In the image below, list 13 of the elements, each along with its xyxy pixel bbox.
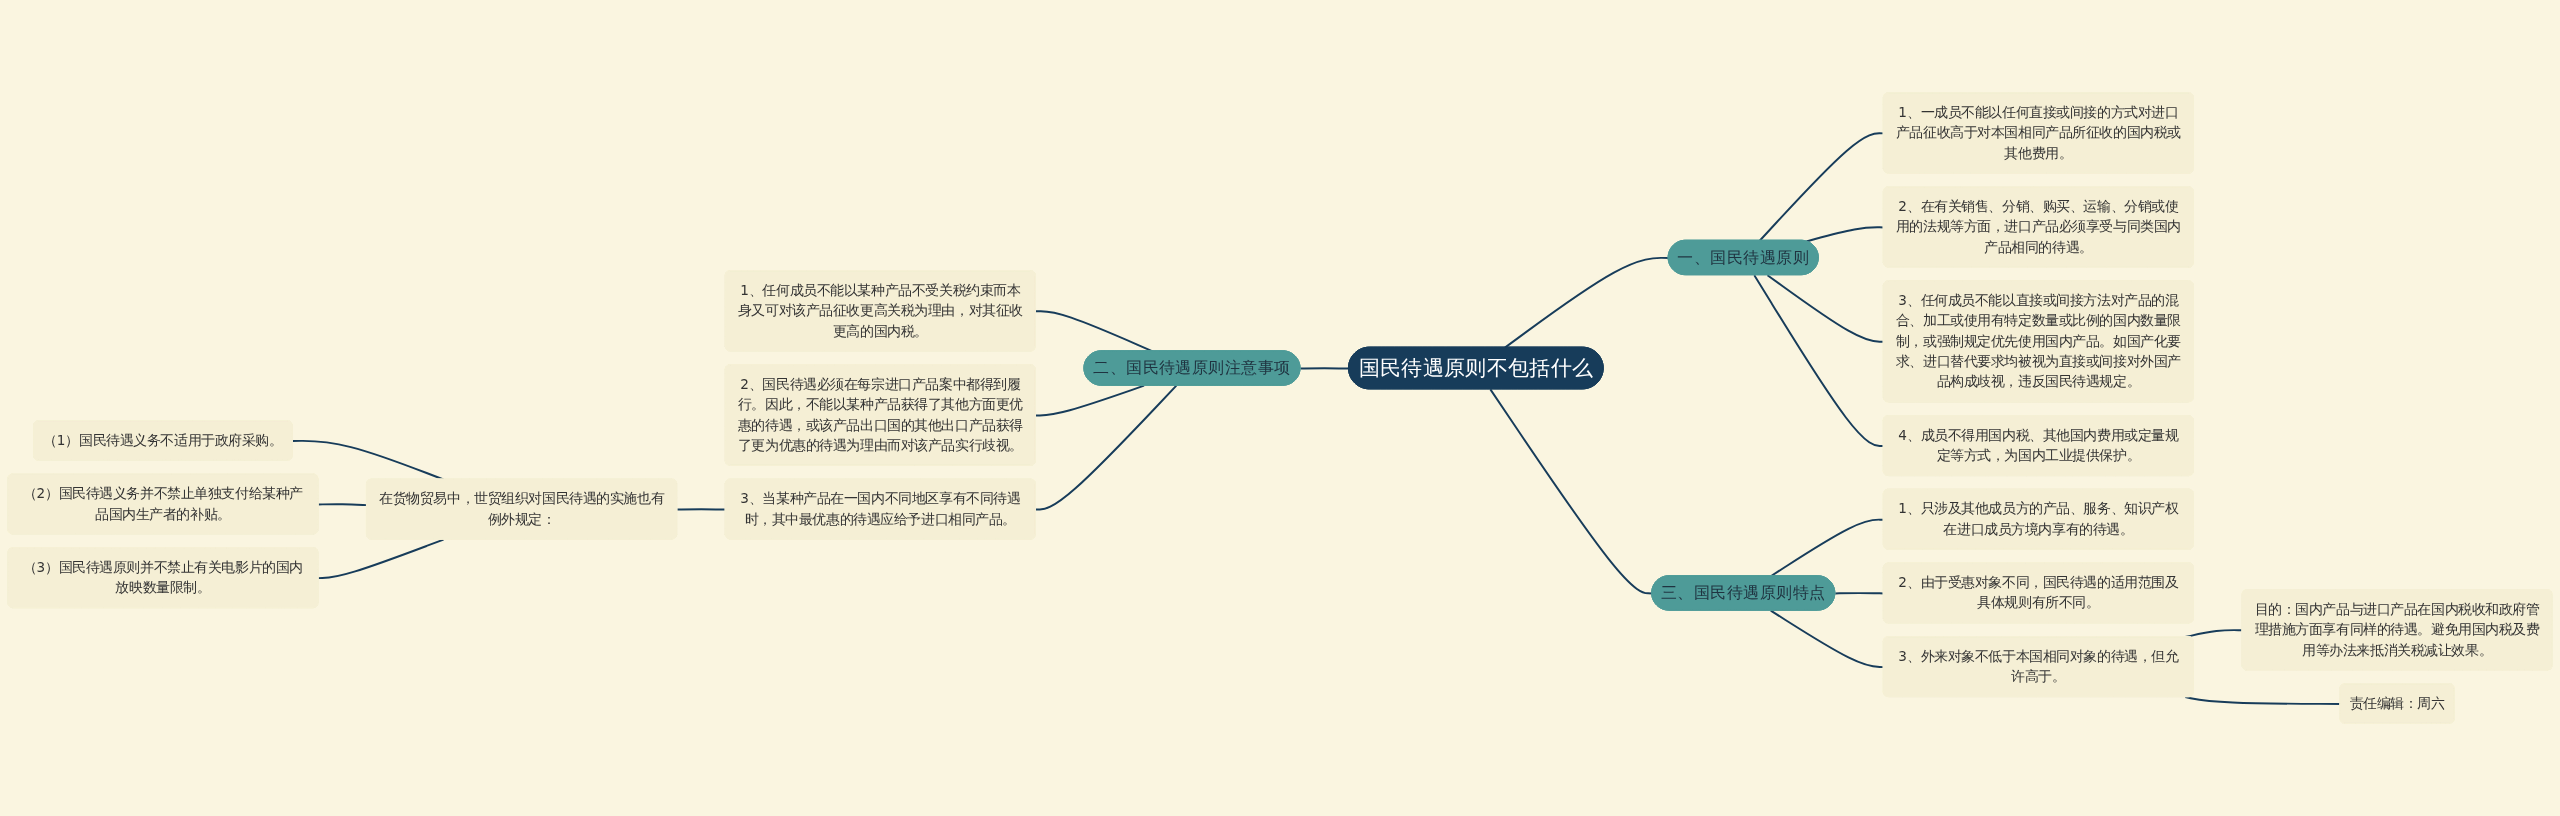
connector bbox=[1503, 256, 1670, 349]
connector bbox=[1299, 367, 1350, 370]
connector bbox=[1769, 609, 1885, 669]
connector bbox=[1805, 226, 1885, 243]
connector bbox=[1753, 274, 1885, 448]
connector bbox=[1035, 384, 1178, 511]
connector bbox=[317, 538, 445, 580]
connector bbox=[1766, 274, 1885, 343]
connector bbox=[317, 503, 368, 507]
connector bbox=[1758, 132, 1885, 242]
connector bbox=[1834, 592, 1885, 595]
connector bbox=[1035, 384, 1145, 417]
connector bbox=[676, 508, 727, 511]
